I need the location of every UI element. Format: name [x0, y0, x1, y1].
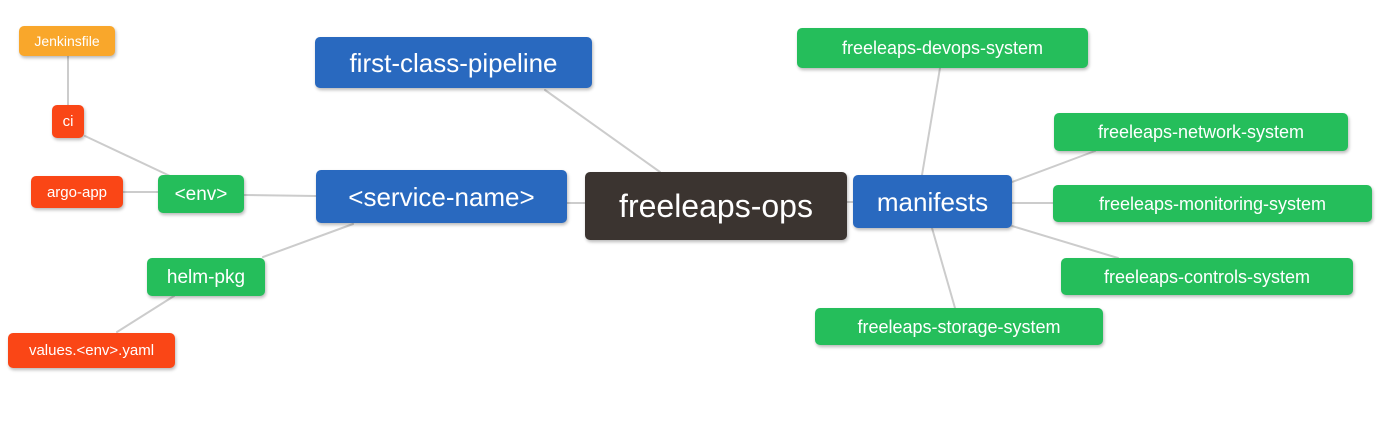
node-service-name[interactable]: <service-name>: [316, 170, 567, 223]
node-freeleaps-ops[interactable]: freeleaps-ops: [585, 172, 847, 240]
edge-manifests-to-freeleaps-controls-system: [1011, 225, 1119, 259]
node-ci[interactable]: ci: [52, 105, 84, 138]
edge-manifests-to-freeleaps-devops-system: [921, 67, 941, 176]
node-first-class-pipeline[interactable]: first-class-pipeline: [315, 37, 592, 88]
node-freeleaps-controls-system[interactable]: freeleaps-controls-system: [1061, 258, 1353, 295]
node-freeleaps-devops-system[interactable]: freeleaps-devops-system: [797, 28, 1088, 68]
edge-manifests-to-freeleaps-storage-system: [931, 227, 956, 309]
edge-env-to-service-name: [243, 194, 317, 197]
edge-first-class-pipeline-to-freeleaps-ops: [544, 89, 661, 173]
node-argo-app[interactable]: argo-app: [31, 176, 123, 208]
edge-service-name-to-helm-pkg: [262, 223, 354, 258]
edge-ci-to-env: [84, 135, 171, 177]
node-freeleaps-network-system[interactable]: freeleaps-network-system: [1054, 113, 1348, 151]
node-jenkinsfile[interactable]: Jenkinsfile: [19, 26, 115, 56]
node-manifests[interactable]: manifests: [853, 175, 1012, 228]
node-freeleaps-storage-system[interactable]: freeleaps-storage-system: [815, 308, 1103, 345]
node-values-env-yaml[interactable]: values.<env>.yaml: [8, 333, 175, 368]
node-env[interactable]: <env>: [158, 175, 244, 213]
edge-manifests-to-freeleaps-network-system: [1011, 150, 1096, 183]
node-helm-pkg[interactable]: helm-pkg: [147, 258, 265, 296]
node-freeleaps-monitoring-system[interactable]: freeleaps-monitoring-system: [1053, 185, 1372, 222]
edge-helm-pkg-to-values-env-yaml: [116, 295, 175, 333]
